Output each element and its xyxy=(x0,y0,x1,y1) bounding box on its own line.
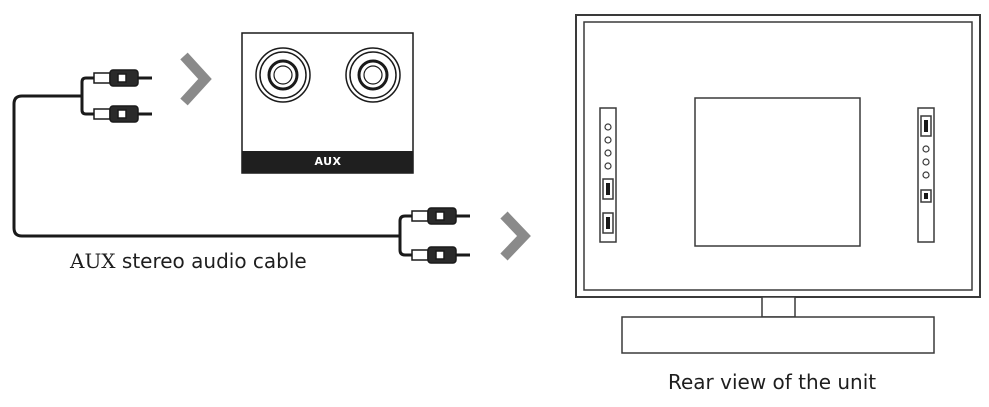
right-port-strip xyxy=(917,107,935,243)
aux-source-panel xyxy=(241,32,414,174)
jack-port-icon xyxy=(922,145,930,153)
arrow-right-icon-bottom xyxy=(500,211,531,261)
hdmi-port-icon xyxy=(920,115,932,137)
rca-plug-icon-right-top xyxy=(411,207,470,225)
left-port-strip xyxy=(599,107,617,243)
arrow-right-icon-top xyxy=(180,52,212,106)
cable-caption: AUX stereo audio cable xyxy=(70,249,307,273)
hdmi-port-icon xyxy=(602,212,614,234)
jack-port-icon xyxy=(604,162,612,170)
optical-port-icon xyxy=(920,189,932,203)
hdmi-port-icon xyxy=(602,178,614,200)
unit-stand-neck xyxy=(761,296,796,318)
rca-plug-icon-left-top xyxy=(93,69,152,87)
aux-label-bar xyxy=(242,151,413,173)
rca-jack-icon-left xyxy=(255,47,311,103)
jack-port-icon xyxy=(604,136,612,144)
rca-jack-icon-right xyxy=(345,47,401,103)
jack-port-icon xyxy=(922,171,930,179)
jack-port-icon xyxy=(922,158,930,166)
aux-panel-label: AUX xyxy=(314,155,342,168)
cable-caption-lead: AUX xyxy=(70,249,116,273)
unit-caption: Rear view of the unit xyxy=(668,370,877,394)
jack-port-icon xyxy=(604,149,612,157)
rca-plug-icon-left-bottom xyxy=(93,105,152,123)
rca-plug-icon-right-bottom xyxy=(411,246,470,264)
unit-center-panel xyxy=(694,97,861,247)
cable-caption-rest: stereo audio cable xyxy=(115,249,307,273)
unit-rear-view xyxy=(575,14,981,354)
unit-stand-base xyxy=(621,316,935,354)
aux-cable xyxy=(12,76,412,257)
jack-port-icon xyxy=(604,123,612,131)
